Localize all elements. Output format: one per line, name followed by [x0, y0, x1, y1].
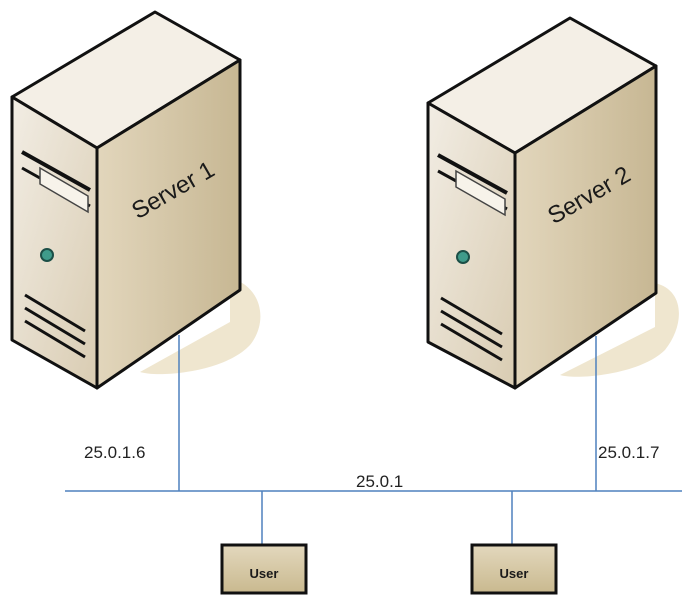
- server-1-drive-slot: [21, 150, 91, 192]
- server-1-power-indicator: [40, 248, 54, 262]
- server-1-drive-bay: [39, 166, 89, 214]
- server-1-vent: [24, 293, 86, 333]
- user-1: User: [220, 543, 308, 595]
- server-1: Server 1: [10, 10, 261, 390]
- server-2: Server 2: [426, 16, 679, 390]
- user-1-box: [220, 543, 308, 595]
- network-label: 25.0.1: [356, 472, 403, 491]
- server-2-side: [513, 64, 658, 390]
- user-2: User: [470, 543, 558, 595]
- server-1-vent: [24, 306, 86, 346]
- server-2-vent: [440, 322, 503, 362]
- server-2-ip-label: 25.0.1.7: [598, 443, 659, 462]
- server-2-vent: [440, 309, 503, 349]
- server-1-ip-label: 25.0.1.6: [84, 443, 145, 462]
- server-1-side: [95, 58, 242, 390]
- user-1-label: User: [250, 566, 279, 581]
- server-2-shadow: [560, 283, 679, 377]
- user-2-label: User: [500, 566, 529, 581]
- user-2-box: [470, 543, 558, 595]
- server-1-shadow: [140, 278, 261, 375]
- server-2-drive-slot: [437, 153, 508, 195]
- server-2-vent: [440, 296, 503, 336]
- network-wiring: [65, 335, 682, 545]
- server-2-power-indicator: [456, 250, 470, 264]
- server-2-drive-bay: [455, 169, 506, 217]
- server-1-vent: [24, 319, 86, 359]
